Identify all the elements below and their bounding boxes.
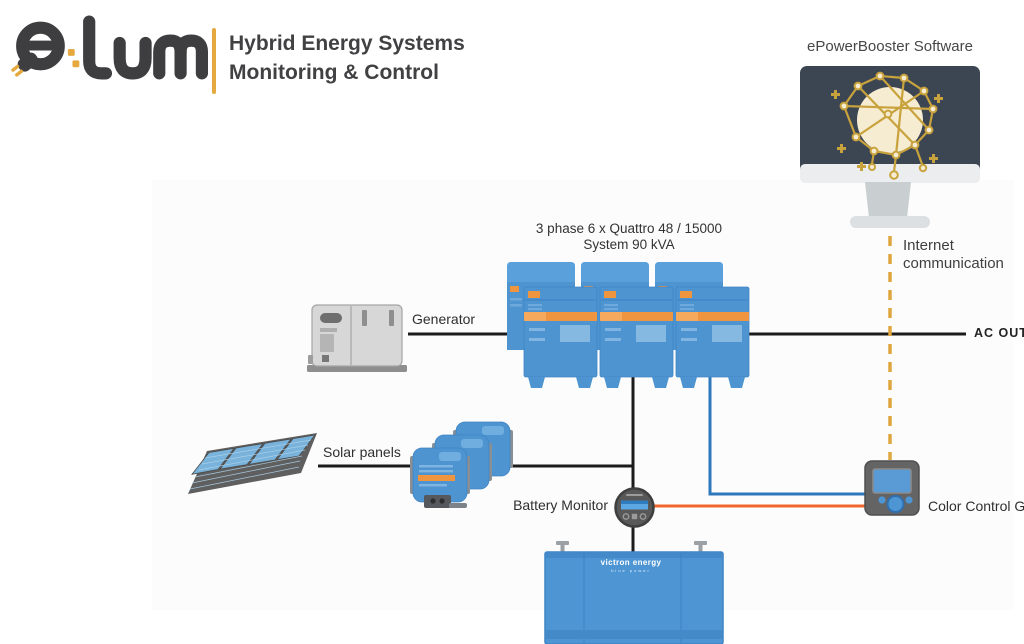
solar-panels-label: Solar panels [323,444,401,460]
inverter-title-line2: System 90 kVA [583,237,675,252]
software-monitor-illustration [800,66,980,228]
battery-illustration [544,541,724,644]
inverter-title: 3 phase 6 x Quattro 48 / 15000 System 90… [498,221,760,253]
brand-tagline: Hybrid Energy Systems Monitoring & Contr… [229,29,465,87]
solar-panels-illustration [188,433,317,494]
internet-communication-label: Internet communication [903,237,1004,273]
victron-logo-subtext: blue power [611,568,651,573]
mppt-stack-illustration [409,421,514,508]
tagline-line2: Monitoring & Control [229,61,439,84]
inverter-stack-illustration [507,262,750,389]
internet-line1: Internet [903,237,954,254]
ccgx-label: Color Control GX [928,498,1024,514]
victron-logo-text: victron energy [600,558,662,567]
generator-illustration [307,304,407,372]
brand-divider [212,28,216,94]
battery-brand-label: victron energy blue power [588,559,674,575]
software-label: ePowerBooster Software [807,38,973,55]
tagline-line1: Hybrid Energy Systems [229,32,465,55]
ac-out-label: AC OUT [974,326,1024,340]
battery-monitor-illustration [614,487,655,528]
internet-line2: communication [903,255,1004,272]
inverter-title-line1: 3 phase 6 x Quattro 48 / 15000 [535,221,723,236]
diagram-background-panel [152,180,1014,610]
ccgx-illustration [864,460,920,516]
generator-label: Generator [412,311,476,327]
elum-logo-icon [11,15,208,80]
battery-monitor-label: Battery Monitor [513,497,608,513]
brain-network-icon [831,71,943,180]
